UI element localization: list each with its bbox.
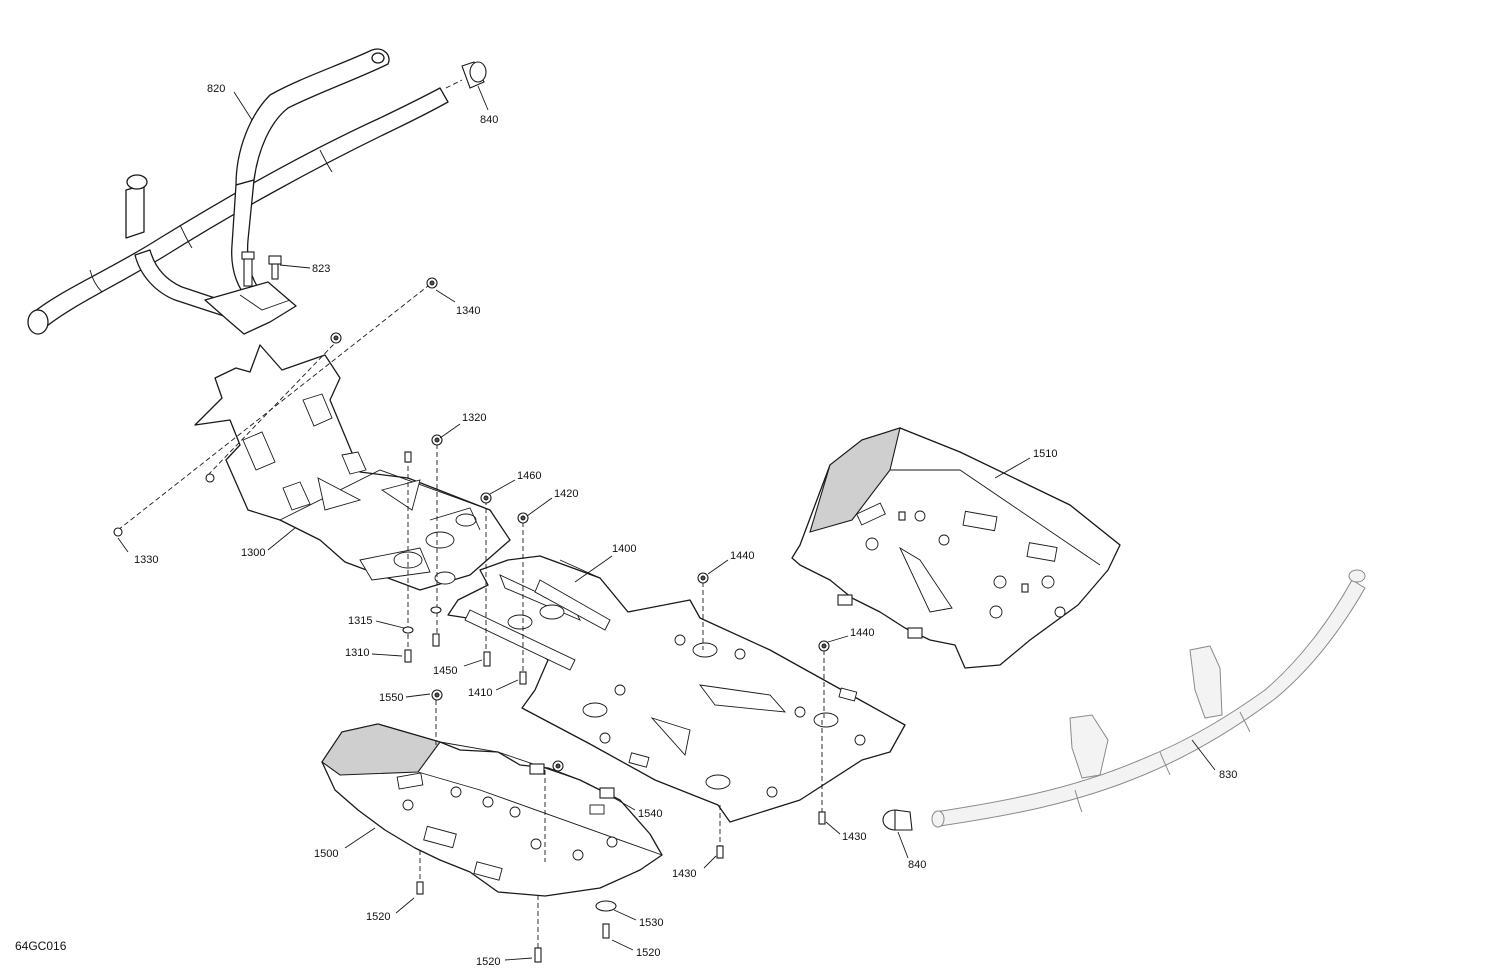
callout-830: 830 [1219, 769, 1237, 781]
callout-1420: 1420 [554, 488, 578, 500]
callout-1310: 1310 [345, 647, 369, 659]
callout-1320: 1320 [462, 412, 486, 424]
front-skid-plate-1300 [194, 344, 511, 591]
side-skid-plate-1500 [321, 723, 663, 897]
callout-1440-a: 1440 [730, 550, 754, 562]
callout-1520-b: 1520 [636, 947, 660, 959]
leader-lines [117, 85, 1216, 961]
callout-1460: 1460 [517, 470, 541, 482]
callout-1315: 1315 [348, 615, 372, 627]
hardware-823 [268, 255, 282, 280]
callout-1340: 1340 [456, 305, 480, 317]
callout-840-bottom: 840 [908, 859, 926, 871]
end-plug-840-top [445, 61, 487, 89]
end-plug-840-bottom [882, 809, 913, 831]
callout-1530: 1530 [639, 917, 663, 929]
middle-skid-plate-1400 [447, 555, 906, 823]
callout-1300: 1300 [241, 547, 265, 559]
callout-1550: 1550 [379, 692, 403, 704]
callout-1510: 1510 [1033, 448, 1057, 460]
callout-1400: 1400 [612, 543, 636, 555]
front-bumper-tube [27, 48, 449, 335]
callout-1520-c: 1520 [476, 956, 500, 968]
callout-820: 820 [207, 83, 225, 95]
callout-1450: 1450 [433, 665, 457, 677]
side-skid-plate-1510 [791, 427, 1121, 669]
callout-labels: 820 840 823 1340 1320 1460 1420 1330 130… [134, 83, 1237, 968]
diagram-id: 64GC016 [15, 939, 67, 953]
callout-1430-b: 1430 [672, 868, 696, 880]
rear-bumper-tube [931, 569, 1366, 828]
hardware-fasteners [113, 277, 1029, 963]
callout-840-top: 840 [480, 114, 498, 126]
callout-1410: 1410 [468, 687, 492, 699]
callout-823: 823 [312, 263, 330, 275]
callout-1440-b: 1440 [850, 627, 874, 639]
callout-1430-a: 1430 [842, 831, 866, 843]
callout-1520-a: 1520 [366, 911, 390, 923]
callout-1330: 1330 [134, 554, 158, 566]
callout-1540: 1540 [638, 808, 662, 820]
callout-1500: 1500 [314, 848, 338, 860]
